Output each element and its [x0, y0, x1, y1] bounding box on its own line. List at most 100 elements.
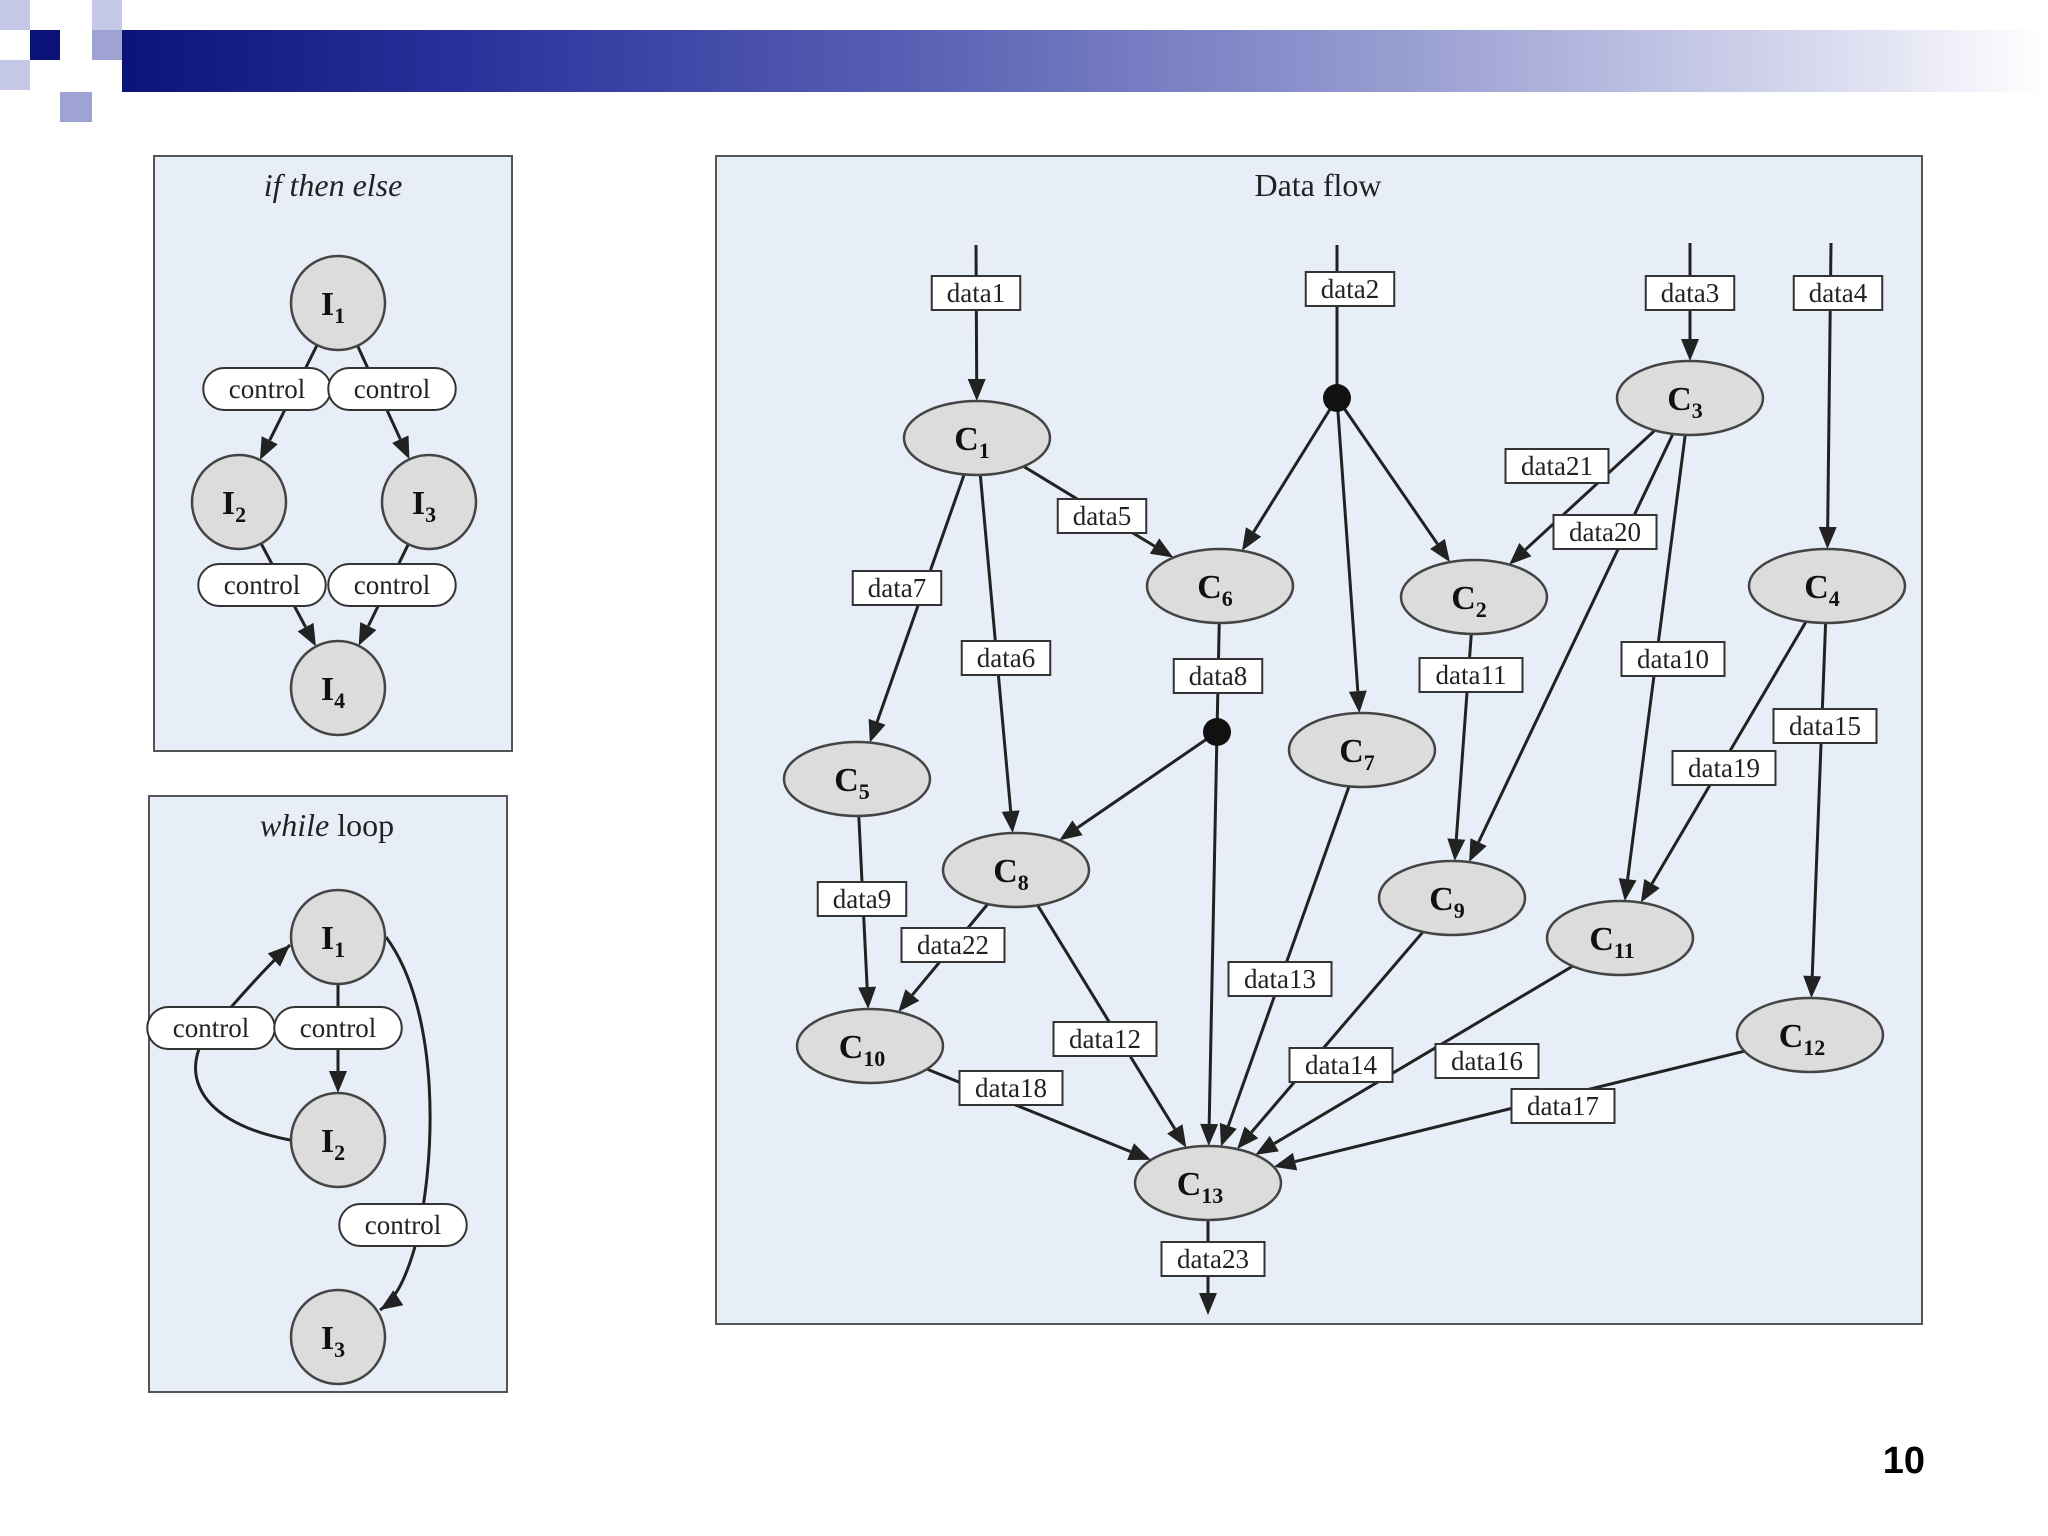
edge-label-box [1288, 1047, 1394, 1083]
edge-label-control: control [146, 1006, 276, 1050]
edge-label-data14: data14 [1288, 1047, 1394, 1083]
edge-label-box [1227, 961, 1333, 997]
edge-labels: control control control control control contr… [146, 271, 1884, 1277]
node-wl-I2: I2 [289, 1091, 387, 1189]
node-shape [289, 888, 387, 986]
edge-data9-arrow [858, 986, 877, 1010]
node-shape [289, 639, 387, 737]
node-if-I2: I2 [190, 453, 288, 551]
edge-data13-arrow [1219, 1122, 1237, 1147]
node-shape [289, 1091, 387, 1189]
edge-data22-arrow [898, 989, 920, 1012]
page-number: 10 [1882, 1440, 1925, 1482]
edge-data20 [1477, 433, 1675, 843]
header-bar [122, 30, 2048, 92]
edge-data21-arrow [1509, 543, 1532, 565]
edge-label-box [1792, 275, 1884, 311]
panel-title-while: while loop [260, 807, 394, 843]
edge-data1-arrow [967, 378, 986, 402]
edge-label-control: control [202, 367, 332, 411]
edge-label-box [1504, 448, 1610, 484]
edge-label-text: data19 [1688, 753, 1760, 783]
edge-label-control: control [338, 1203, 468, 1247]
edge-label-data18: data18 [958, 1070, 1064, 1106]
decor-square [92, 0, 122, 30]
edge-label-text: control [300, 1013, 376, 1043]
edge-label-box [816, 881, 908, 917]
edge-data16 [1273, 964, 1574, 1145]
edge-label-box [900, 927, 1006, 963]
node-shape [1747, 547, 1907, 625]
node-wl-I1: I1 [289, 888, 387, 986]
edge-J1-to-C7-arrow [1348, 690, 1367, 714]
edge-J1-to-C6-arrow [1241, 527, 1262, 551]
node-C6: C6 [1145, 547, 1295, 625]
node-label: I2 [321, 1123, 345, 1165]
edge-label-data12: data12 [1052, 1021, 1158, 1057]
edge-J1-to-C2 [1335, 397, 1439, 545]
edge-label-data21: data21 [1504, 448, 1610, 484]
edge-label-text: control [365, 1210, 441, 1240]
edge-label-text: control [354, 570, 430, 600]
edge-label-text: control [224, 570, 300, 600]
edge-label-box [1434, 1043, 1540, 1079]
edge-label-text: data21 [1521, 451, 1593, 481]
edge-data10-arrow [1618, 878, 1637, 902]
node-shape [1133, 1144, 1283, 1222]
node-label: C7 [1339, 733, 1375, 775]
edge-label-box [1056, 498, 1148, 534]
edge-data3-arrow [1681, 339, 1699, 361]
decor-square [60, 60, 92, 92]
edge-label-text: data2 [1321, 274, 1379, 304]
node-label: I4 [321, 671, 345, 713]
edge-data4-arrow [1818, 526, 1837, 550]
node-label: I3 [412, 485, 436, 527]
edge-data23-arrow [1199, 1293, 1217, 1315]
edge-label-data4: data4 [1792, 275, 1884, 311]
edge-label-box [1671, 750, 1777, 786]
edge-label-text: data10 [1637, 644, 1709, 674]
edge-control-arrow [380, 1290, 404, 1310]
node-label: I1 [321, 286, 345, 328]
edge-label-box [1772, 708, 1878, 744]
edge-control-arrow [267, 945, 290, 967]
edge-label-box [958, 1070, 1064, 1106]
node-shape [1377, 859, 1527, 937]
edge-J2-to-C13 [1207, 731, 1219, 1125]
edge-data15-arrow [1803, 975, 1822, 999]
edge-J1-to-C7 [1335, 397, 1360, 692]
node-shape [1615, 359, 1765, 437]
edges [194, 242, 1837, 1315]
edge-label-box [1418, 657, 1524, 693]
node-C7: C7 [1287, 711, 1437, 789]
edge-label-data5: data5 [1056, 498, 1148, 534]
edge-data17-arrow [1273, 1152, 1298, 1171]
edge-data12-arrow [1167, 1124, 1187, 1148]
edge-label-data7: data7 [851, 570, 943, 606]
node-label: C10 [839, 1029, 886, 1071]
edge-label-text: data7 [868, 573, 926, 603]
decor-square [0, 60, 30, 90]
node-shape [1545, 899, 1695, 977]
edge-data14-arrow [1237, 1126, 1259, 1150]
edge-J1-to-C2-arrow [1430, 538, 1450, 563]
edge-control-arrow [392, 435, 410, 460]
node-if-I4: I4 [289, 639, 387, 737]
node-C2: C2 [1399, 558, 1549, 636]
node-label: I1 [321, 920, 345, 962]
decor-square [30, 30, 60, 60]
edge-label-box [1644, 275, 1736, 311]
edge-data18-arrow [1127, 1143, 1151, 1160]
node-if-I1: I1 [289, 254, 387, 352]
edge-label-text: data17 [1527, 1091, 1599, 1121]
node-C13: C13 [1133, 1144, 1283, 1222]
edge-data5-arrow [1149, 538, 1174, 558]
edge-control-arrow [358, 622, 377, 646]
edge-label-text: data12 [1069, 1024, 1141, 1054]
edge-data11-arrow [1447, 838, 1466, 862]
edge-label-box [1172, 658, 1264, 694]
node-shape [1735, 996, 1885, 1074]
edge-data13 [1226, 785, 1351, 1127]
panel-title-df: Data flow [1254, 167, 1381, 203]
